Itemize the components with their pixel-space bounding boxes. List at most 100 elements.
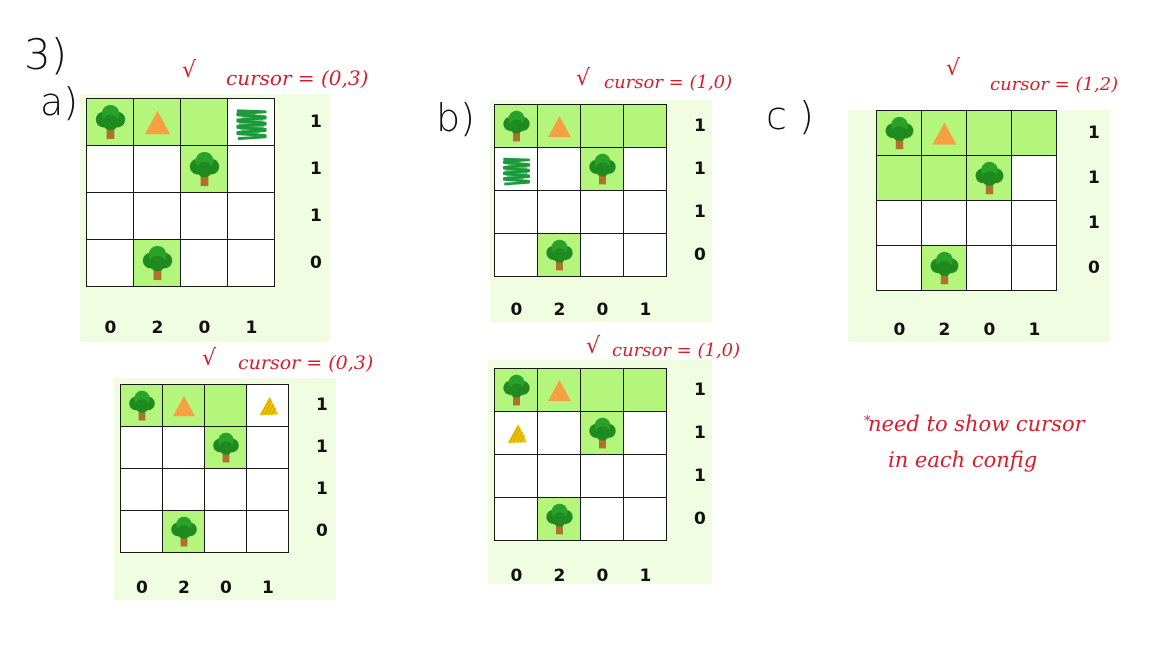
check-mark-icon: √ [182, 58, 197, 83]
grid-cell[interactable] [967, 201, 1012, 246]
grid-cell[interactable] [495, 369, 538, 412]
grid-cell[interactable] [134, 99, 181, 146]
grid-cell[interactable] [121, 511, 163, 553]
grid-cell[interactable] [495, 234, 538, 277]
grid-cell[interactable] [538, 105, 581, 148]
column-count-label: 1 [1028, 320, 1041, 340]
grid-cell[interactable] [538, 412, 581, 455]
grid-cell[interactable] [121, 469, 163, 511]
grid-cell[interactable] [163, 511, 205, 553]
grid-cell[interactable] [624, 191, 667, 234]
grid-cell[interactable] [247, 469, 289, 511]
grid-cell[interactable] [228, 99, 275, 146]
grid-cell[interactable] [538, 369, 581, 412]
column-count-label: 0 [104, 318, 117, 338]
grid-cell[interactable] [581, 455, 624, 498]
grid-cell[interactable] [205, 469, 247, 511]
grid-cell[interactable] [538, 498, 581, 541]
grid-cell[interactable] [87, 240, 134, 287]
grid-cell[interactable] [121, 385, 163, 427]
yellow-tent-scribble-icon [507, 423, 527, 443]
grid-cell[interactable] [205, 427, 247, 469]
grid-cell[interactable] [538, 148, 581, 191]
grid-cell[interactable] [495, 412, 538, 455]
grid-cell[interactable] [1012, 246, 1057, 291]
grid-cell[interactable] [228, 193, 275, 240]
grid-cell[interactable] [247, 511, 289, 553]
column-count-label: 2 [938, 320, 951, 340]
grid-cell[interactable] [922, 201, 967, 246]
column-count-label: 0 [893, 320, 906, 340]
row-count-label: 0 [316, 521, 328, 541]
grid-cell[interactable] [581, 234, 624, 277]
grid-cell[interactable] [1012, 201, 1057, 246]
grid-cell[interactable] [581, 498, 624, 541]
grid-cell[interactable] [228, 146, 275, 193]
grid-cell[interactable] [624, 148, 667, 191]
grid-cell[interactable] [163, 427, 205, 469]
grid-cell[interactable] [624, 412, 667, 455]
grid-cell[interactable] [581, 369, 624, 412]
grid-cell[interactable] [1012, 156, 1057, 201]
grid-cell[interactable] [205, 511, 247, 553]
grid-cell[interactable] [922, 156, 967, 201]
grid-cell[interactable] [495, 455, 538, 498]
grid-cell[interactable] [181, 146, 228, 193]
row-count-label: 1 [316, 395, 328, 415]
grid-cell[interactable] [495, 148, 538, 191]
grid-cell[interactable] [877, 246, 922, 291]
grid-cell[interactable] [205, 385, 247, 427]
column-count-label: 1 [245, 318, 258, 338]
grid-cell[interactable] [624, 498, 667, 541]
grid-cell[interactable] [581, 148, 624, 191]
grid-cell[interactable] [495, 191, 538, 234]
grid-cell[interactable] [624, 234, 667, 277]
grid-cell[interactable] [624, 105, 667, 148]
grid-cell[interactable] [581, 105, 624, 148]
grid-cell[interactable] [163, 385, 205, 427]
grid-cell[interactable] [134, 146, 181, 193]
row-count-label: 1 [694, 201, 706, 222]
cursor-annotation: cursor = (1,0) [604, 72, 733, 93]
grid-cell[interactable] [495, 498, 538, 541]
column-count-label: 2 [553, 566, 566, 586]
grid-cell[interactable] [624, 369, 667, 412]
column-count-label: 0 [510, 300, 523, 320]
grid-cell[interactable] [581, 412, 624, 455]
grid-cell[interactable] [877, 156, 922, 201]
grid-cell[interactable] [121, 427, 163, 469]
grid-cell[interactable] [87, 146, 134, 193]
grid-cell[interactable] [922, 111, 967, 156]
grid-cell[interactable] [624, 455, 667, 498]
row-count-label: 1 [694, 115, 706, 136]
grid-cell[interactable] [877, 201, 922, 246]
grid-cell[interactable] [922, 246, 967, 291]
grid-cell[interactable] [134, 193, 181, 240]
grid-cell[interactable] [87, 99, 134, 146]
grid-cell[interactable] [581, 191, 624, 234]
tree-icon [545, 239, 573, 270]
grid-cell[interactable] [538, 234, 581, 277]
grid-cell[interactable] [538, 455, 581, 498]
grid-cell[interactable] [967, 246, 1012, 291]
grid-cell[interactable] [181, 99, 228, 146]
tents-grid [86, 98, 275, 287]
grid-cell[interactable] [967, 156, 1012, 201]
grid-cell[interactable] [538, 191, 581, 234]
tree-icon [189, 151, 219, 186]
grid-cell[interactable] [247, 385, 289, 427]
grid-cell[interactable] [495, 105, 538, 148]
grid-cell[interactable] [181, 193, 228, 240]
row-count-label: 1 [310, 205, 322, 226]
grid-cell[interactable] [967, 111, 1012, 156]
grid-cell[interactable] [181, 240, 228, 287]
grid-cell[interactable] [247, 427, 289, 469]
grid-cell[interactable] [877, 111, 922, 156]
tree-icon [502, 110, 530, 141]
grid-cell[interactable] [134, 240, 181, 287]
column-count-label: 0 [220, 578, 232, 598]
grid-cell[interactable] [163, 469, 205, 511]
grid-cell[interactable] [1012, 111, 1057, 156]
grid-cell[interactable] [228, 240, 275, 287]
grid-cell[interactable] [87, 193, 134, 240]
